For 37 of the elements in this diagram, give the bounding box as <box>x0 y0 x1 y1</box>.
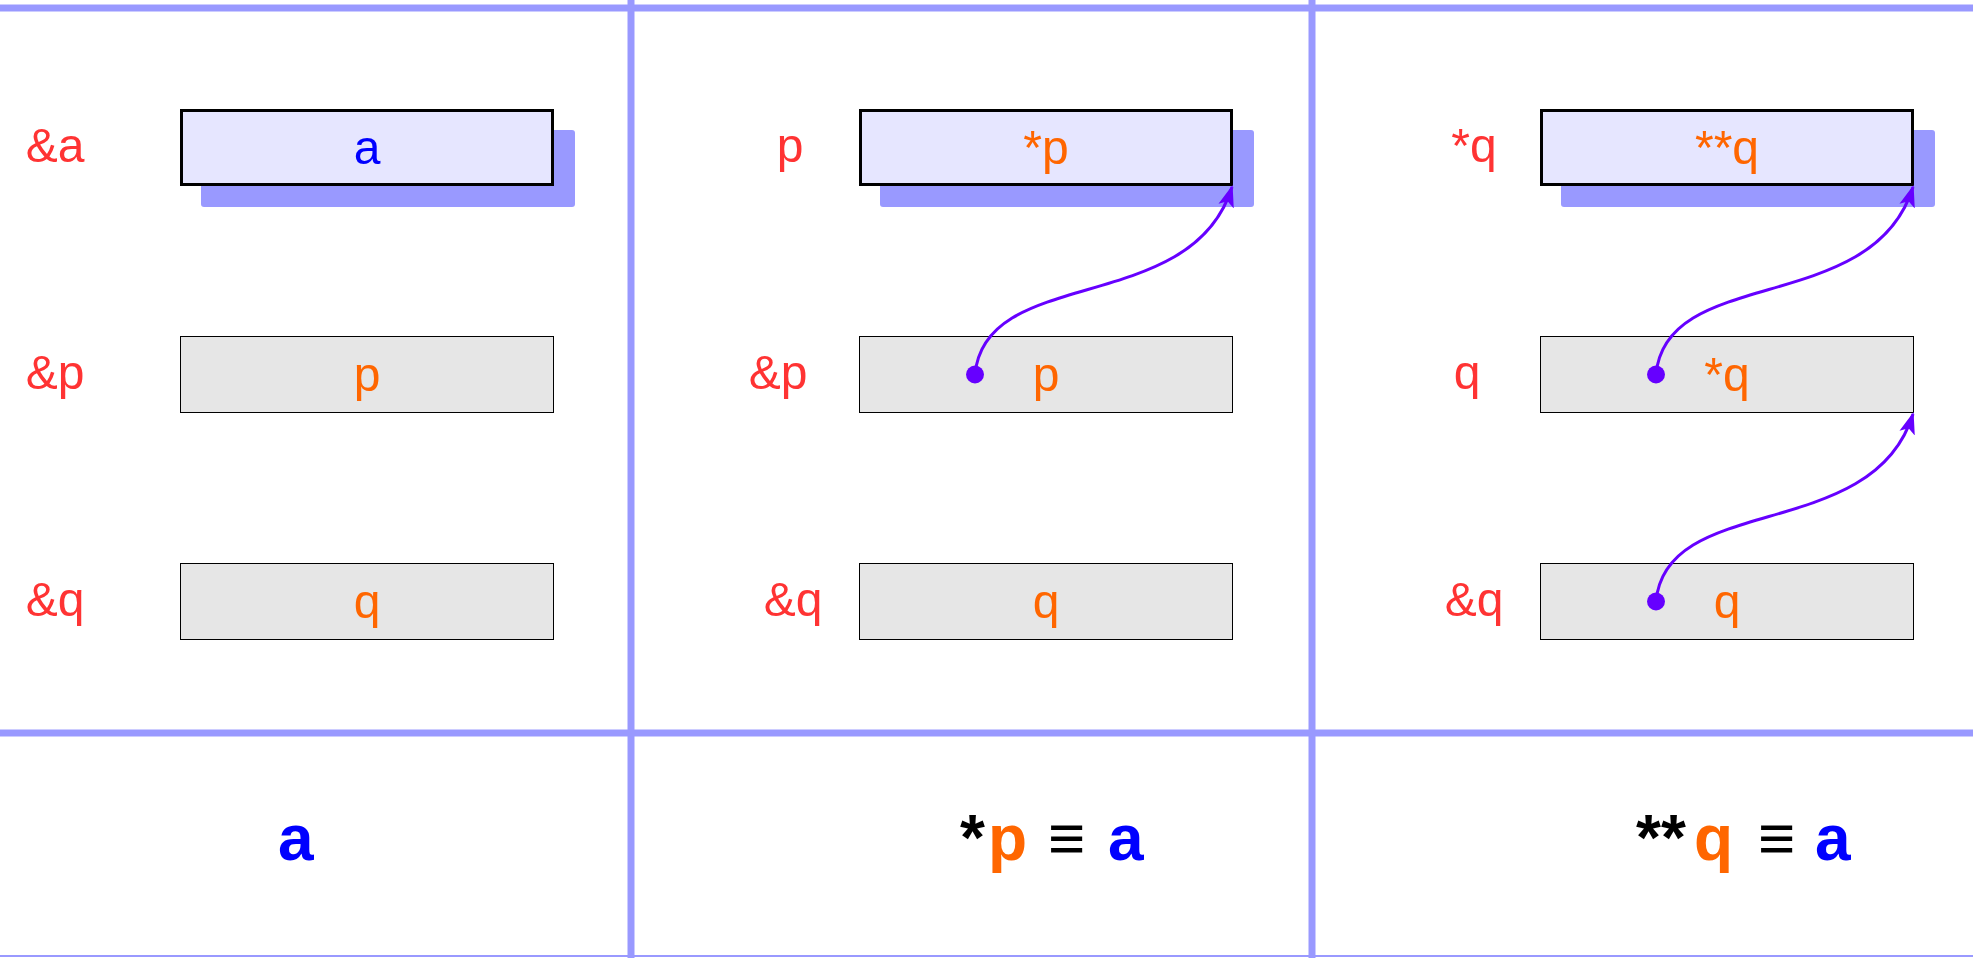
memory-box <box>859 563 1233 640</box>
memory-box <box>859 336 1233 413</box>
address-label: &a <box>25 121 85 170</box>
pointer-arrow <box>966 185 1234 384</box>
variable-value: q <box>1713 574 1741 629</box>
address-label: &q <box>1444 575 1504 624</box>
highlighted-memory-box <box>1540 109 1914 186</box>
variable-value: a <box>353 120 381 175</box>
address-label: p <box>776 121 804 170</box>
expression-text: * <box>960 806 985 870</box>
address-label: q <box>1453 348 1481 397</box>
memory-box <box>1540 336 1914 413</box>
variable-value: **q <box>1694 120 1760 175</box>
pointer-arrow <box>1647 412 1915 611</box>
memory-box <box>180 563 554 640</box>
expression-text: ≡ <box>1048 806 1086 870</box>
expression-text: a <box>1108 806 1144 870</box>
address-label: &q <box>25 575 85 624</box>
pointer-arrow <box>1647 185 1915 384</box>
memory-box <box>1540 563 1914 640</box>
memory-box <box>180 336 554 413</box>
highlighted-memory-box <box>180 109 554 186</box>
expression-text: a <box>1815 806 1851 870</box>
expression-text: ** <box>1636 806 1686 870</box>
variable-value: *q <box>1704 347 1750 402</box>
highlighted-memory-box <box>859 109 1233 186</box>
address-label: &p <box>25 348 85 397</box>
variable-value: p <box>1032 347 1060 402</box>
expression-text: ≡ <box>1758 806 1796 870</box>
expression-text: a <box>278 806 314 870</box>
address-label: &q <box>763 575 823 624</box>
variable-value: q <box>353 574 381 629</box>
address-label: *q <box>1451 121 1497 170</box>
variable-value: p <box>353 347 381 402</box>
address-label: &p <box>748 348 808 397</box>
variable-value: *p <box>1023 120 1069 175</box>
variable-value: q <box>1032 574 1060 629</box>
